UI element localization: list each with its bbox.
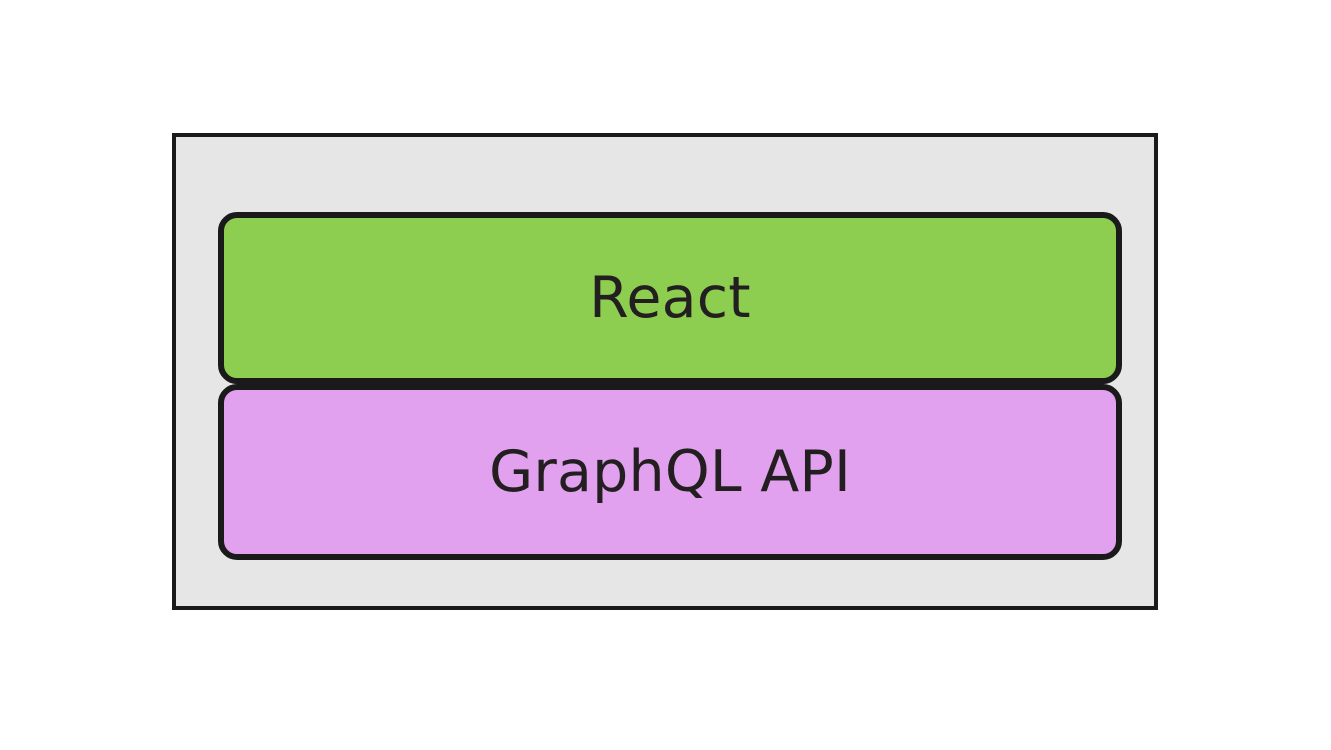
architecture-group-container: React GraphQL API bbox=[172, 133, 1158, 610]
node-react[interactable]: React bbox=[218, 212, 1122, 384]
node-stack: React GraphQL API bbox=[218, 212, 1122, 560]
node-graphql-api-label: GraphQL API bbox=[489, 438, 851, 505]
node-graphql-api[interactable]: GraphQL API bbox=[218, 384, 1122, 560]
node-react-label: React bbox=[589, 264, 751, 331]
